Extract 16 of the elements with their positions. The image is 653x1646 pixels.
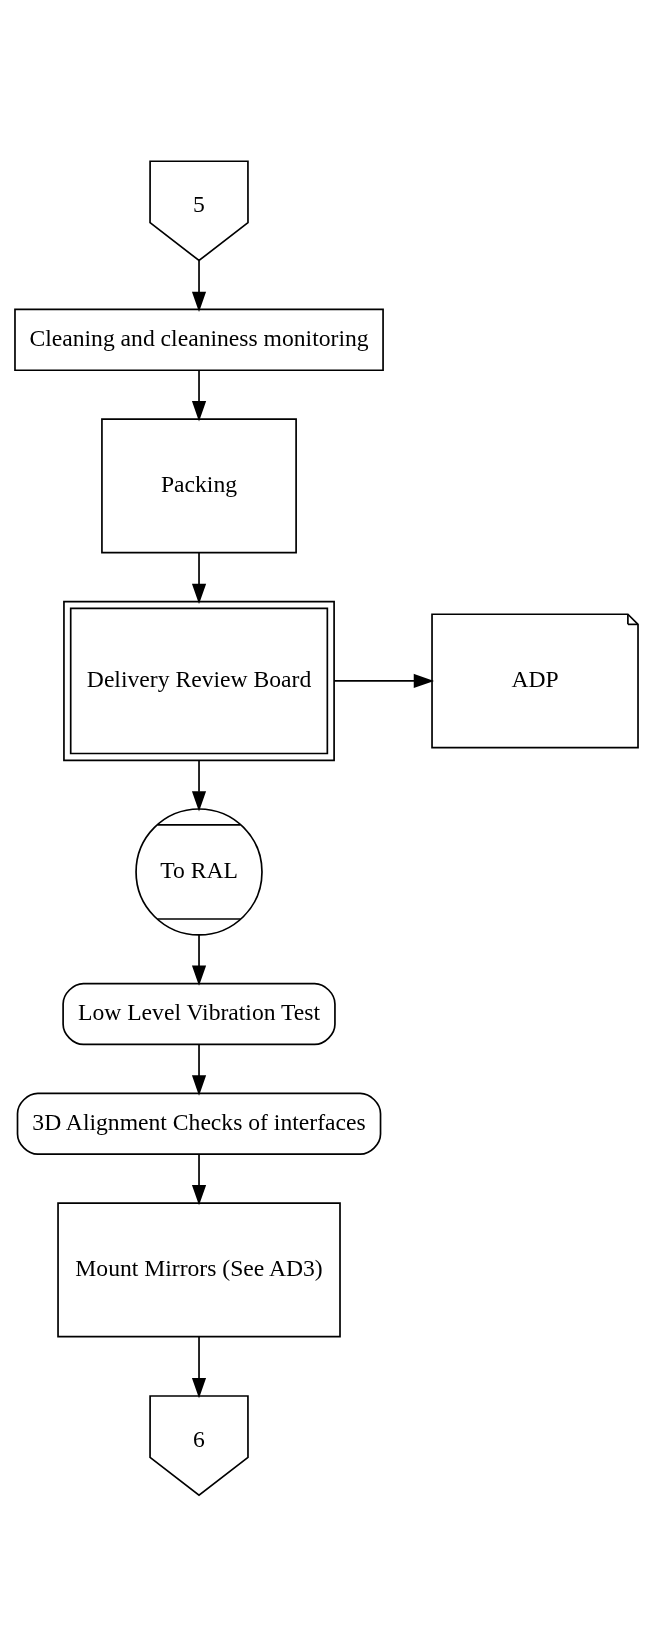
node-box: Cleaning and cleaniness monitoring <box>14 308 384 372</box>
node-box: Low Level Vibration Test <box>62 982 336 1046</box>
arrow <box>191 369 207 422</box>
arrow <box>191 1153 207 1206</box>
node-box: Mount Mirrors (See AD3) <box>57 1202 341 1338</box>
node-circle: To RAL <box>135 808 263 936</box>
arrow <box>191 1043 207 1096</box>
arrow <box>191 552 207 605</box>
node-box: Packing <box>101 418 297 554</box>
arrow <box>333 673 435 689</box>
arrow <box>191 934 207 986</box>
arrow <box>191 759 207 812</box>
arrow <box>191 1335 207 1399</box>
node-box: Delivery Review Board <box>63 600 335 762</box>
arrow <box>191 259 207 312</box>
node-box: 3D Alignment Checks of interfaces <box>16 1092 382 1156</box>
